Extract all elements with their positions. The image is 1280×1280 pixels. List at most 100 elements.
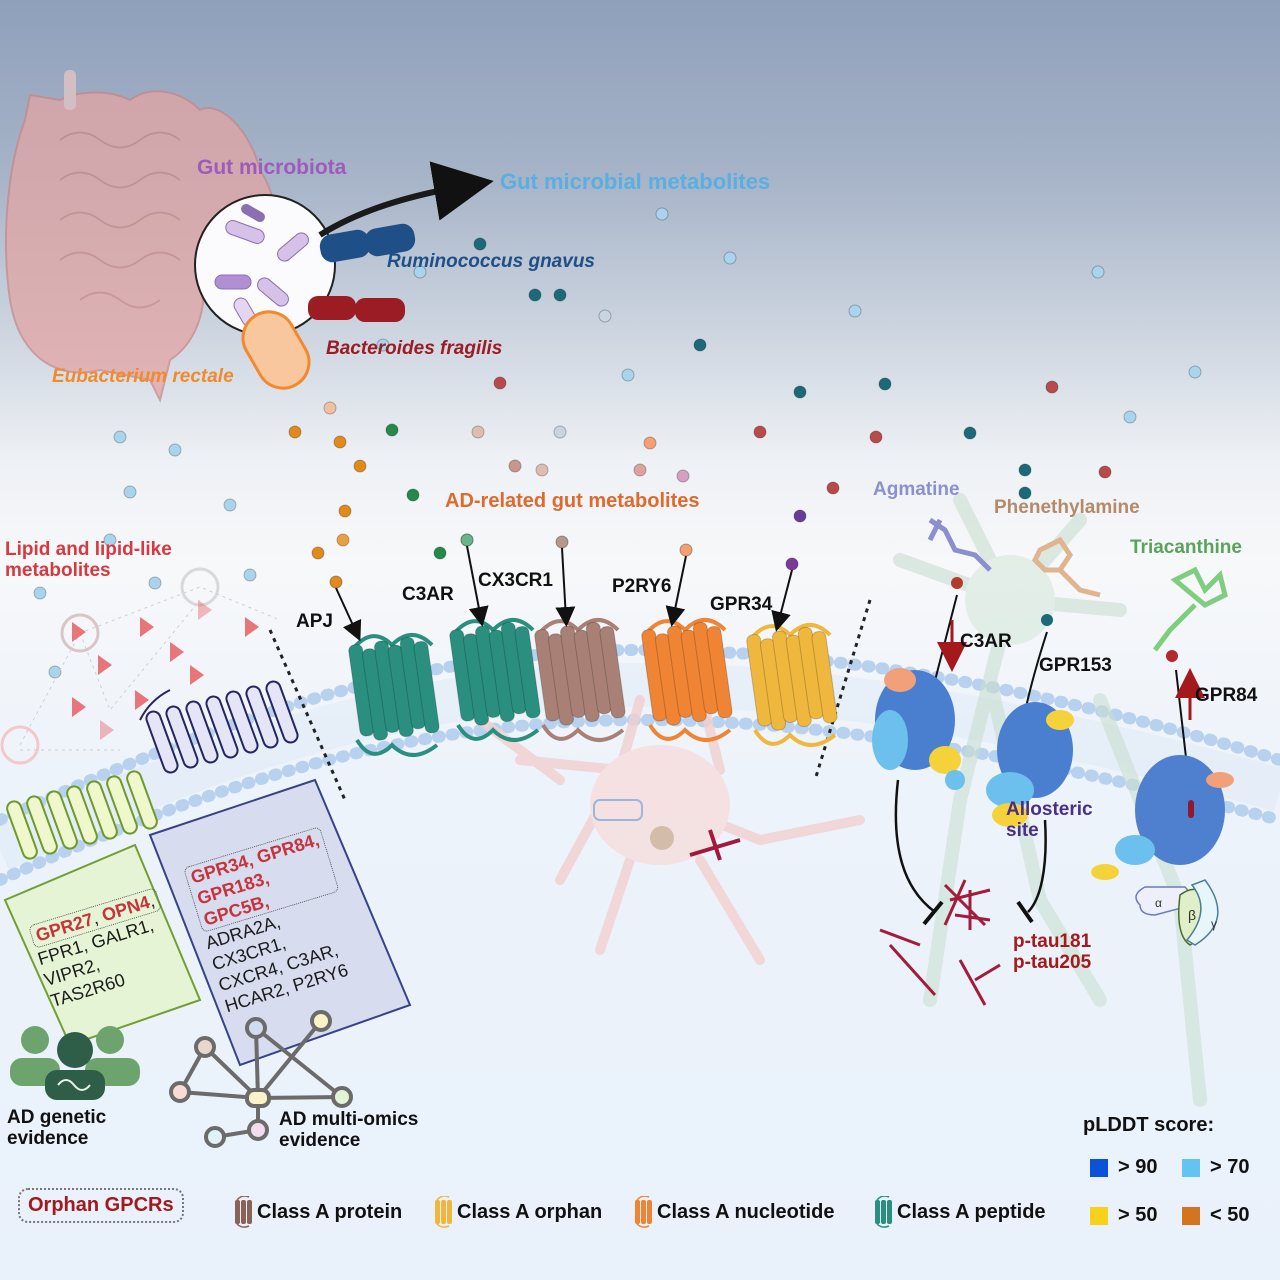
ligand-label-agmatine: Agmatine [873,479,960,500]
g-protein [1135,879,1219,946]
metabolite-dot [963,426,977,440]
plddt-swatch [1182,1158,1200,1177]
metabolite-dot [869,430,883,444]
legend-orphan-gpcrs: Orphan GPCRs [18,1188,184,1223]
ligand-label-triacanthine: Triacanthine [1130,537,1242,558]
allosteric-line2: site [1006,819,1039,841]
metabolite-dot [598,309,612,323]
bacterium-eubacterium [241,310,311,390]
binding-arrow [771,569,793,632]
metabolite-dot [148,576,162,590]
gpcr-class-icon [435,1196,452,1228]
plddt-legend-item: > 50 [1090,1204,1157,1227]
metabolite-dot [753,425,767,439]
gpr84-label: GPR84 [1195,685,1258,706]
metabolite-dot [1091,265,1105,279]
gpcr-class-icon [235,1196,252,1228]
legend-class-label: Class A protein [257,1200,403,1223]
ligand-label-phenethylamine: Phenethylamine [994,497,1140,518]
bacteroides-label: Bacteroides fragilis [326,338,503,359]
metabolite-dot [288,425,302,439]
g-alpha-label: α [1155,896,1162,910]
allosteric-line1: Allosteric [1006,799,1093,820]
g-gamma-label: γ [1211,917,1217,931]
ligand-ball [555,535,569,549]
metabolite-dot [113,430,127,444]
metabolite-dot [123,485,137,499]
ad-metabolites-title: AD-related gut metabolites [445,490,700,512]
metabolite-dot [336,533,350,547]
ruminococcus-label: Ruminococcus gnavus [387,251,595,272]
legend-class-item: Class A orphan [433,1196,602,1228]
metabolite-dot [878,377,892,391]
c3ar-structure-label: C3AR [960,631,1012,652]
gpcr-class-icon [635,1196,652,1228]
binding-arrow [555,547,576,627]
plddt-label: > 90 [1118,1156,1158,1178]
metabolite-dot [413,265,427,279]
triacanthine-ball [1166,650,1178,662]
metabolite-dot [473,237,487,251]
metabolite-dot [311,546,325,560]
metabolite-dot [553,425,567,439]
metabolite-dot [433,546,447,560]
receptor-label-p2ry6: P2RY6 [612,576,672,597]
omics-network-icon [169,1010,353,1148]
g-beta-label: β [1188,907,1197,923]
metabolite-dot [493,376,507,390]
gpcr-p2ry6 [641,543,733,742]
binding-arrow [665,555,687,627]
genetic-evidence-icon [10,1026,140,1100]
legend-class-item: Class A protein [233,1196,402,1228]
ptau-label: p-tau181 p-tau205 [1013,931,1091,974]
eubacterium-label: Eubacterium rectale [52,366,234,387]
metabolite-dot [693,338,707,352]
lipid-network [0,567,281,765]
metabolite-dot [323,401,337,415]
ligand-ball [460,533,474,547]
transmembrane-helix [514,625,541,719]
metabolite-dot [471,425,485,439]
receptor-label-gpr34: GPR34 [710,594,773,615]
omics-box [148,778,412,1067]
metabolite-dot [1123,410,1137,424]
plddt-label: > 50 [1118,1204,1158,1226]
metabolite-dot [1045,380,1059,394]
metabolite-dot [243,568,257,582]
gpcr-class-icon [875,1196,892,1228]
genetic-evidence-line2: evidence [7,1127,89,1149]
metabolite-dot [621,368,635,382]
genetic-box [3,843,202,1047]
metabolite-dot [723,251,737,265]
gpr84-structure [1091,755,1234,880]
plddt-label: < 50 [1210,1204,1250,1226]
receptor-label-cx3cr1: CX3CR1 [478,570,553,591]
metabolite-dot [1098,465,1112,479]
gpcr-c3ar [449,533,541,742]
inhibition-arrow-left [894,779,936,914]
metabolite-dot [103,533,117,547]
plddt-label: > 70 [1210,1156,1250,1178]
metabolite-dot [385,423,399,437]
allosteric-site-label: Allosteric site [1006,799,1093,842]
metabolite-dot [655,207,669,221]
microbiota-magnifier [194,194,336,336]
gpcr-gpr34 [746,557,838,747]
metabolite-dot [1018,486,1032,500]
metabolite-dot [168,443,182,457]
metabolite-dot [633,463,647,477]
gpcr-cx3cr1 [534,535,626,742]
triacanthine-structure [1153,566,1228,652]
gpcr-apj [329,575,440,757]
metabolite-dot [508,459,522,473]
gpr153-label: GPR153 [1039,655,1112,676]
metabolite-dot [333,435,347,449]
gpr153-structure [986,702,1074,827]
genetic-evidence-line1: AD genetic [7,1107,107,1128]
metabolite-dot [338,504,352,518]
agmatine-structure [927,517,992,572]
metabolite-dot [528,288,542,302]
divider-left [268,629,347,801]
